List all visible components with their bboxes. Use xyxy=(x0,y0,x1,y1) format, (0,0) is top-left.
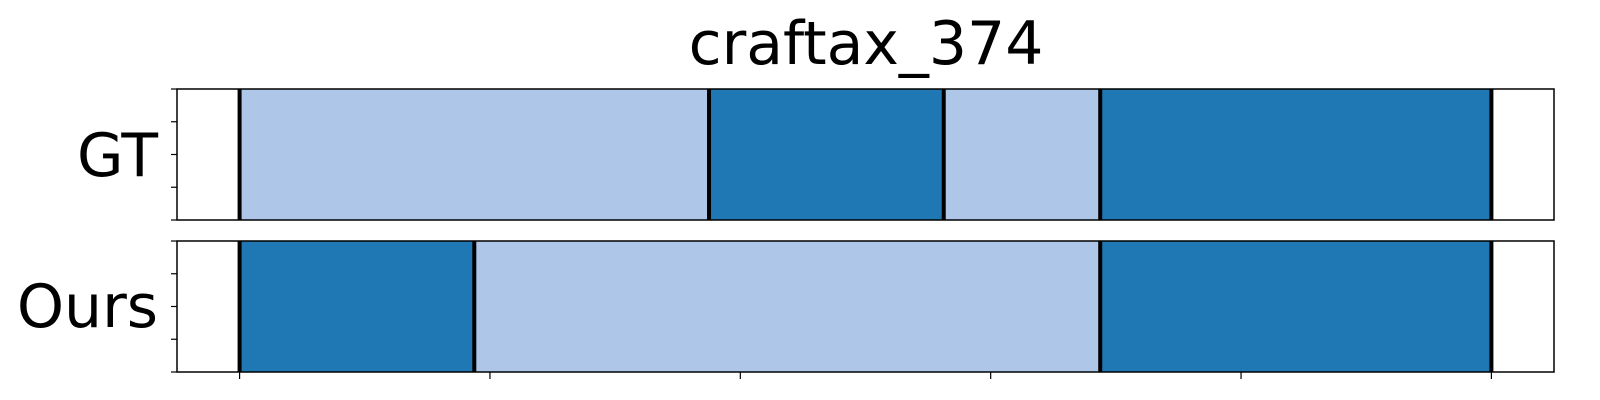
segment-gt-2 xyxy=(943,89,1101,220)
segment-gt-1 xyxy=(709,89,944,220)
segment-ours-0 xyxy=(239,241,475,372)
row-ours-boundaries xyxy=(237,241,1494,372)
row-gt-boundaries xyxy=(237,89,1494,220)
row-gt-frame xyxy=(176,88,1555,221)
x-axis-ticks xyxy=(238,372,1493,379)
segment-gt-3 xyxy=(1100,89,1492,220)
segment-gt-0 xyxy=(239,89,710,220)
chart-title: craftax_374 xyxy=(689,9,1044,79)
row-gt-segments xyxy=(239,89,1492,220)
segment-ours-1 xyxy=(474,241,1101,372)
row-label-ours: Ours xyxy=(17,272,158,342)
row-ours-segments xyxy=(239,241,1492,372)
row-ours: Ours xyxy=(17,240,1555,379)
row-ours-frame xyxy=(176,240,1555,373)
row-gt-yticks xyxy=(171,88,177,221)
row-label-gt: GT xyxy=(77,121,158,191)
segment-ours-2 xyxy=(1100,241,1492,372)
row-ours-yticks xyxy=(171,240,177,373)
row-gt: GT xyxy=(77,88,1555,221)
